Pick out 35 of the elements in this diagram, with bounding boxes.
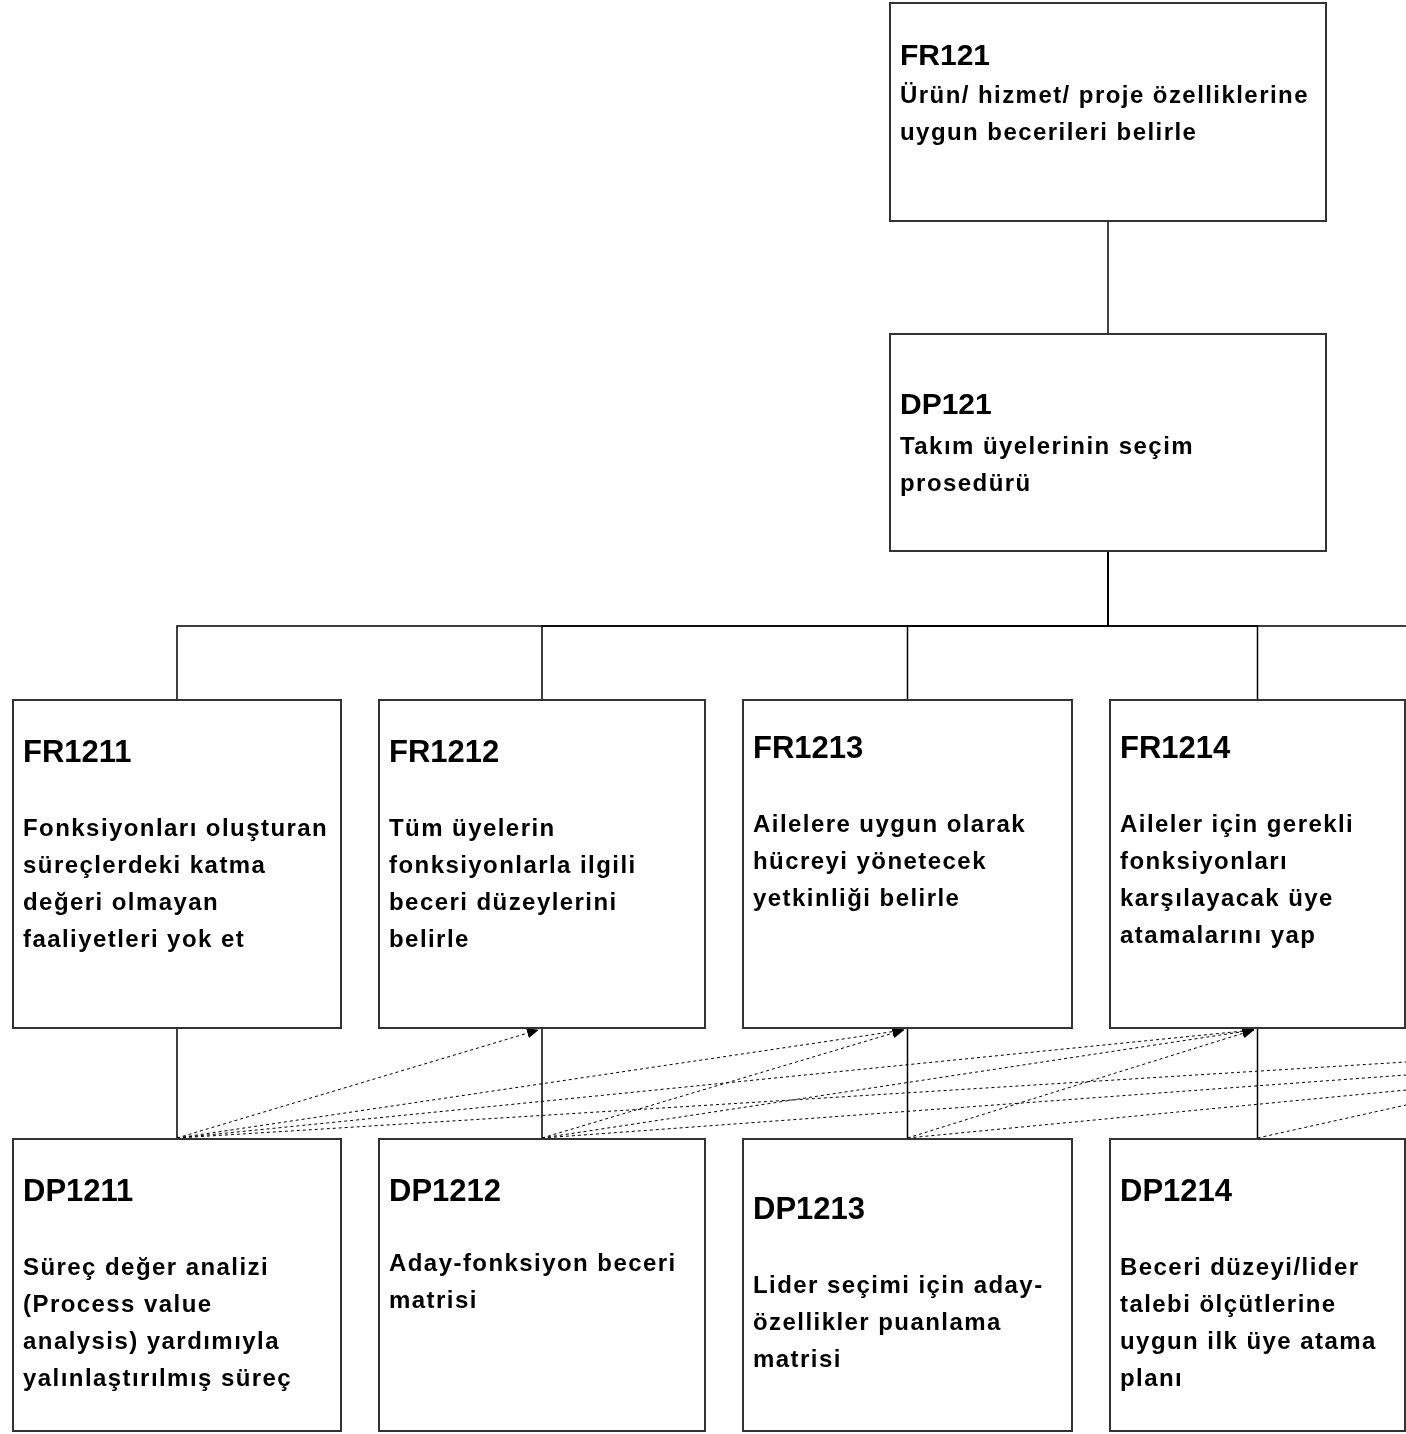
box-text: Lider seçimi için aday-özellikler puanlama matrisi <box>753 1270 1045 1374</box>
box-text: Ürün/ hizmet/ proje özelliklerine uygun becerileri belirle <box>900 80 1310 147</box>
process-box <box>742 699 1073 1029</box>
process-box <box>889 2 1327 222</box>
box-text: Beceri düzeyi/lider talebi ölçütlerine uygun ilk üye atama planı <box>1120 1252 1378 1393</box>
box-heading: FR1212 <box>389 735 501 769</box>
box-text: Fonksiyonları oluşturan süreçlerdeki katma değeri olmayan faaliyetleri yok et <box>23 813 330 954</box>
box-text: Tüm üyelerin fonksiyonlarla ilgili beceri düzeylerini belirle <box>389 813 638 954</box>
connector-line <box>541 1028 543 1139</box>
box-text: Süreç değer analizi (Process value analysis) yardımıyla yalınlaştırılmış süreç <box>23 1252 294 1393</box>
process-box <box>378 699 706 1029</box>
connector-line <box>1256 1028 1259 1139</box>
box-heading: DP1214 <box>1120 1174 1234 1208</box>
process-box <box>1109 1138 1406 1432</box>
box-text: Takım üyelerinin seçim prosedürü <box>900 431 1196 498</box>
box-heading: FR1214 <box>1120 731 1232 765</box>
box-text: Ailelere uygun olarak hücreyi yönetecek yetkinliği belirle <box>753 809 1027 913</box>
connector-line <box>1107 221 1109 334</box>
process-box <box>378 1138 706 1432</box>
box-heading: DP121 <box>900 387 993 421</box>
process-box <box>889 333 1327 552</box>
box-heading: FR1211 <box>23 735 133 769</box>
box-heading: DP1211 <box>23 1174 135 1208</box>
connector-line <box>906 1028 909 1139</box>
box-heading: DP1212 <box>389 1174 503 1208</box>
box-heading: FR121 <box>900 38 992 72</box>
process-box <box>742 1138 1073 1432</box>
box-heading: DP1213 <box>753 1192 867 1226</box>
box-text: Aileler için gerekli fonksiyonları karşılayacak üye atamalarını yap <box>1120 809 1356 950</box>
process-box <box>1109 699 1406 1029</box>
process-box <box>12 699 342 1029</box>
box-heading: FR1213 <box>753 731 865 765</box>
process-box <box>12 1138 342 1432</box>
connector-line <box>176 1028 178 1139</box>
box-text: Aday-fonksiyon beceri matrisi <box>389 1248 678 1315</box>
